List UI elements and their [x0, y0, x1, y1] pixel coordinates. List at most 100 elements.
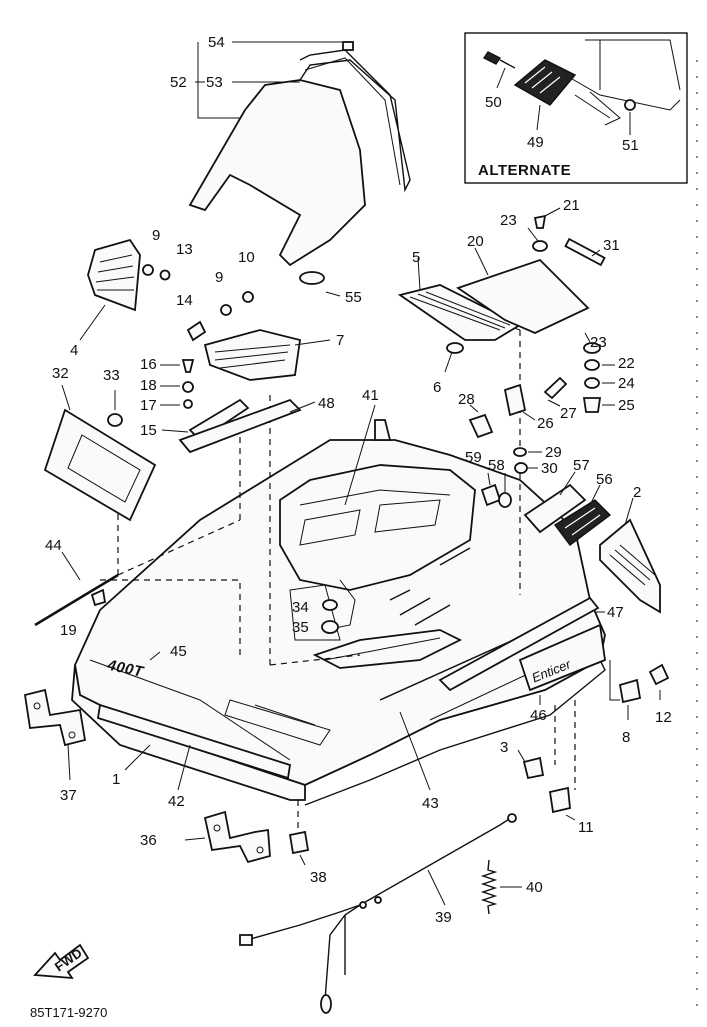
bolt-27	[543, 376, 568, 400]
windshield-assembly: 54 52 53	[170, 34, 411, 267]
callout-51: 51	[622, 137, 639, 154]
callout-32: 32	[52, 365, 69, 382]
washer-58	[498, 492, 512, 508]
washer-24	[584, 377, 600, 389]
callout-9b: 9	[215, 269, 223, 286]
callout-9a: 9	[152, 227, 160, 244]
callout-4: 4	[70, 342, 78, 359]
callout-28: 28	[458, 391, 475, 408]
callout-59: 59	[465, 449, 482, 466]
callout-30: 30	[541, 460, 558, 477]
callout-11: 11	[578, 819, 594, 836]
plate-57	[523, 483, 587, 534]
callout-57: 57	[573, 457, 590, 474]
callout-34: 34	[292, 599, 309, 616]
callout-17: 17	[140, 397, 157, 414]
callout-15: 15	[140, 422, 157, 439]
callout-23b: 23	[590, 334, 607, 351]
hinge-37: 37	[23, 688, 87, 804]
callout-13: 13	[176, 241, 193, 258]
washer-30	[514, 462, 528, 474]
grommet-8	[618, 678, 642, 704]
washer-9a	[142, 264, 154, 276]
callout-21: 21	[563, 197, 580, 214]
callout-1: 1	[112, 771, 120, 788]
bolt-16	[181, 359, 195, 373]
callout-10: 10	[238, 249, 255, 266]
callout-19: 19	[60, 622, 77, 639]
callout-26: 26	[537, 415, 554, 432]
callout-40: 40	[526, 879, 543, 896]
washer-17	[183, 399, 193, 409]
screw-14	[186, 320, 207, 342]
callout-12: 12	[655, 709, 672, 726]
callout-41: 41	[362, 387, 379, 404]
nut-13	[159, 269, 171, 281]
hinge-36: 36	[140, 810, 271, 864]
grommet-35	[321, 620, 339, 634]
callout-39: 39	[435, 909, 452, 926]
callout-31: 31	[603, 237, 620, 254]
right-hardware: 23 22 24 25 27 26 28 29 30	[458, 332, 635, 477]
inset-screw-part-50	[482, 51, 516, 69]
side-vent-part-4: 4	[70, 238, 141, 359]
console-cover-parts: 5 20 31 21 23 6	[397, 197, 620, 396]
bezel-part-32: 32 33	[43, 365, 157, 522]
clip-19	[90, 588, 107, 607]
side-panel-2	[599, 518, 661, 614]
inset-vent-part-49	[513, 59, 577, 106]
screw-21	[533, 214, 547, 229]
grommet-34	[322, 599, 338, 611]
decal-46	[518, 623, 606, 692]
grommet-38	[288, 830, 310, 855]
callout-22: 22	[618, 355, 635, 372]
bolt-12	[648, 663, 670, 686]
callout-5: 5	[412, 249, 420, 266]
molding-part-48: 48	[178, 395, 335, 454]
callout-38: 38	[310, 869, 327, 886]
rod-and-clip: 44 19	[34, 537, 119, 639]
callout-54: 54	[208, 34, 225, 51]
callout-52: 52	[170, 74, 187, 91]
grommet-23a	[532, 240, 548, 252]
nut-25	[582, 397, 602, 413]
callout-58: 58	[488, 457, 505, 474]
callout-35: 35	[292, 619, 309, 636]
grille-part-7: 7	[203, 329, 344, 381]
callout-20: 20	[467, 233, 484, 250]
callout-46: 46	[530, 707, 547, 724]
washer-9b	[220, 304, 232, 316]
callout-14: 14	[176, 292, 193, 309]
callout-23a: 23	[500, 212, 517, 229]
callout-7: 7	[336, 332, 344, 349]
callout-43: 43	[422, 795, 439, 812]
stripe-47	[438, 596, 600, 692]
callout-27: 27	[560, 405, 577, 422]
bumper-strip-42	[96, 703, 292, 780]
nut-10	[242, 291, 254, 303]
inset-label: ALTERNATE	[478, 162, 571, 179]
grommet-23b	[583, 342, 601, 354]
windshield-hardware: 9 13 9 10 14 55	[142, 227, 362, 342]
callout-8: 8	[622, 729, 630, 746]
hinges: 37 36 38	[23, 688, 327, 886]
callout-37: 37	[60, 787, 77, 804]
callout-29: 29	[545, 444, 562, 461]
alternate-inset: 50 49 51 ALTERNATE	[464, 32, 688, 184]
callout-25: 25	[618, 397, 635, 414]
grommet-33	[107, 413, 123, 427]
callout-6: 6	[433, 379, 441, 396]
washer-22	[584, 359, 600, 371]
callout-48: 48	[318, 395, 335, 412]
callout-44: 44	[45, 537, 62, 554]
cover-part-20	[456, 258, 590, 334]
callout-56: 56	[596, 471, 613, 488]
callout-55: 55	[345, 289, 362, 306]
grommet-6	[446, 342, 464, 354]
callout-49: 49	[527, 134, 544, 151]
hood-callouts: 45 47 46 43 42 1	[112, 604, 624, 812]
callout-36: 36	[140, 832, 157, 849]
right-side-parts: 59 58 57 56 2	[465, 449, 661, 614]
center-hardware: 34 35	[289, 584, 341, 641]
washer-29	[513, 447, 527, 457]
